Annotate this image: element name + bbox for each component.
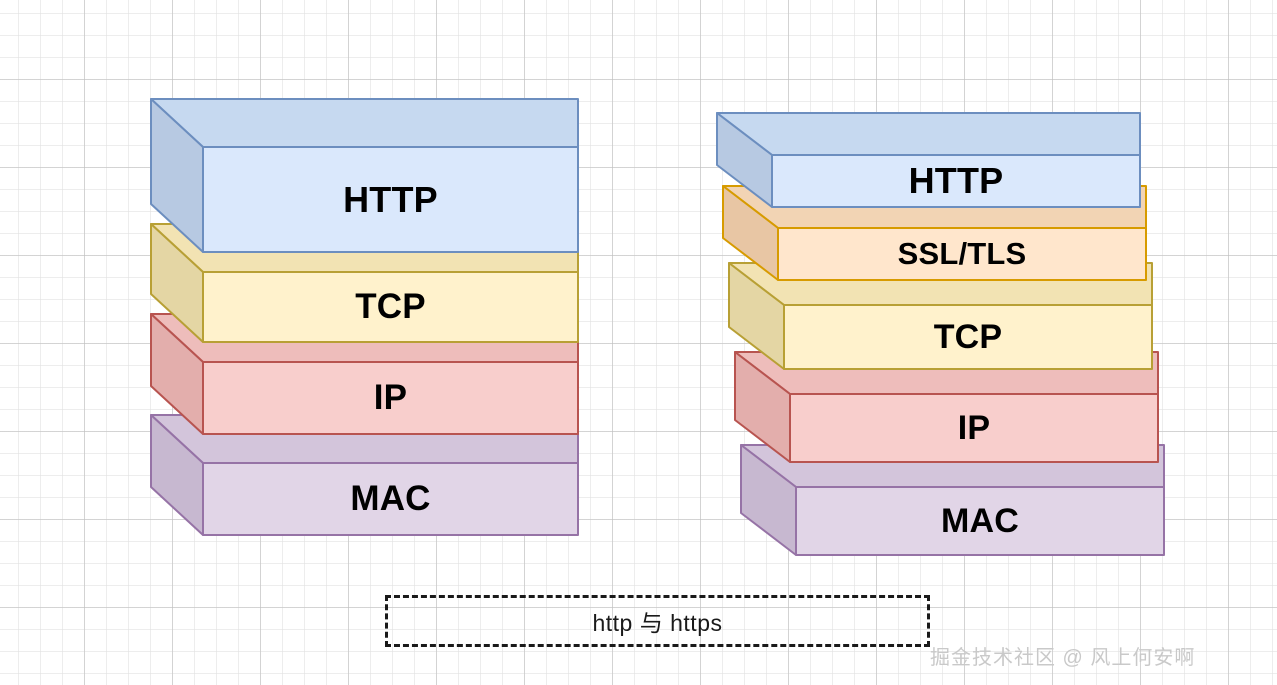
caption-label: http 与 https — [592, 610, 723, 636]
layer-front-face — [202, 146, 579, 253]
layer-front-face — [771, 154, 1141, 208]
layer-front-face — [202, 462, 579, 536]
layer-front-face — [789, 393, 1159, 463]
layer-top-face — [716, 112, 1141, 156]
layer-http[interactable]: HTTP — [150, 98, 579, 253]
layer-front-face — [783, 304, 1153, 370]
layer-front-face — [795, 486, 1165, 556]
watermark-text: 掘金技术社区 @ 风上何安啊 — [930, 647, 1196, 669]
caption-box: http 与 https — [385, 595, 930, 647]
layer-front-face — [777, 227, 1147, 281]
layer-front-face — [202, 271, 579, 343]
layer-http[interactable]: HTTP — [716, 112, 1141, 208]
layer-top-face — [150, 98, 579, 148]
layer-front-face — [202, 361, 579, 435]
